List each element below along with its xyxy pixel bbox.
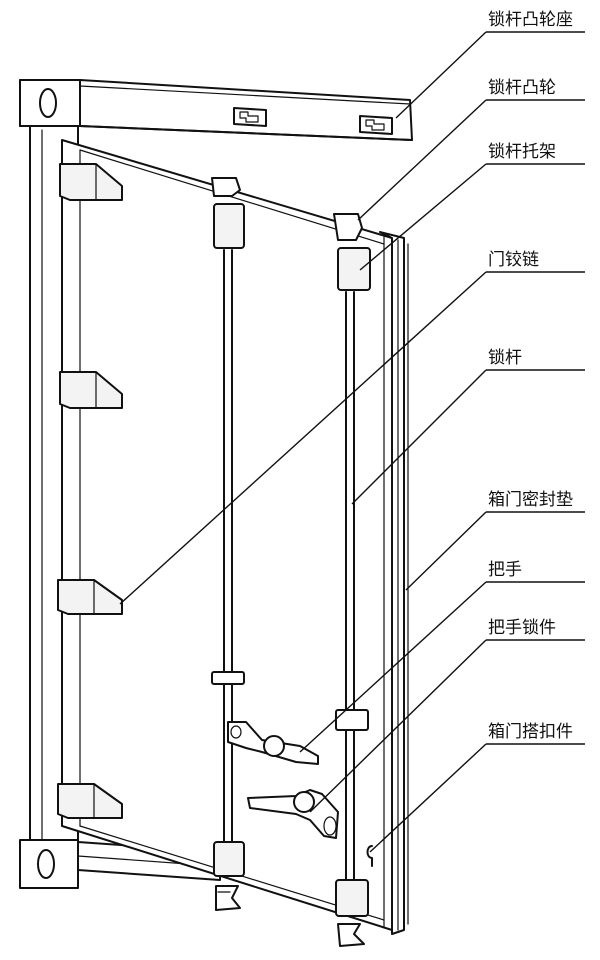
handle-lock xyxy=(247,789,339,839)
door-hinge-1 xyxy=(59,163,123,201)
label-lock-rod-cam: 锁杆凸轮 xyxy=(488,78,556,98)
leader-lines xyxy=(119,31,585,853)
label-lock-rod: 锁杆 xyxy=(488,348,522,368)
label-lock-rod-bracket: 锁杆托架 xyxy=(488,142,556,162)
door-hinge-3 xyxy=(57,579,123,615)
cam-seat-left xyxy=(233,107,267,127)
label-door-seal-gasket: 箱门密封垫 xyxy=(488,490,573,510)
handle-upper xyxy=(227,721,319,765)
cam-seat-right xyxy=(359,115,393,135)
door-leaf xyxy=(61,139,405,935)
label-lock-rod-cam-seat: 锁杆凸轮座 xyxy=(488,10,573,30)
lock-rod-right xyxy=(333,213,371,947)
door-hinge-2 xyxy=(59,371,123,409)
label-handle: 把手 xyxy=(488,560,522,580)
seal-gasket xyxy=(403,239,409,929)
label-door-hook-fitting: 箱门搭扣件 xyxy=(488,722,573,742)
door-hinge-4 xyxy=(57,783,123,819)
door-hook-fitting xyxy=(366,845,373,867)
label-handle-lock: 把手锁件 xyxy=(488,618,556,638)
top-rail xyxy=(19,79,413,141)
label-door-hinge: 门铰链 xyxy=(488,250,539,270)
